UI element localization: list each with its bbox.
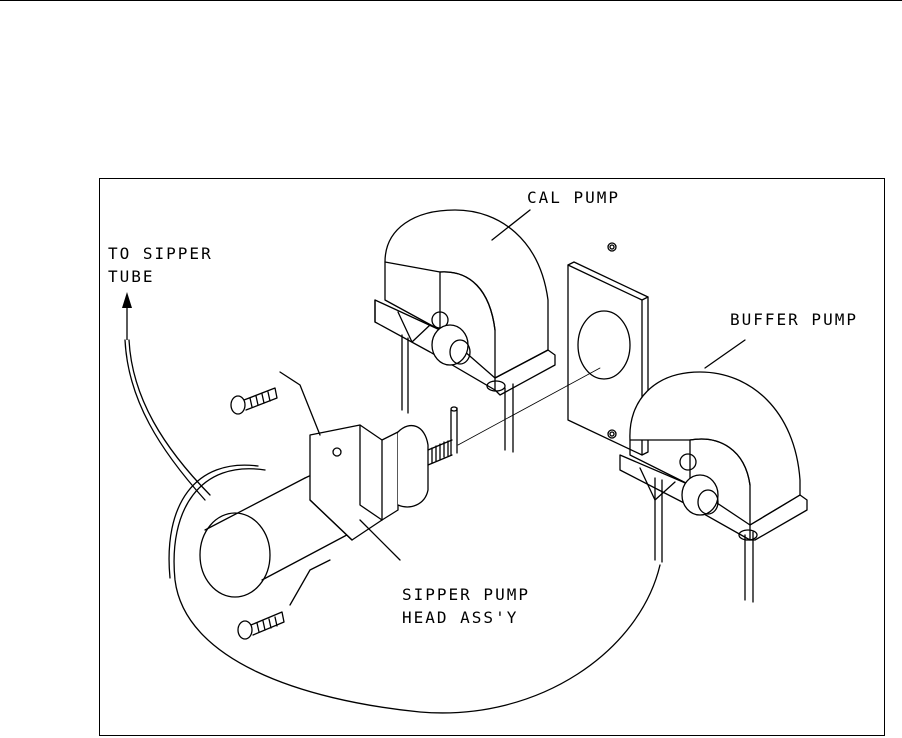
label-buffer-pump: BUFFER PUMP <box>730 310 858 329</box>
screw-upper <box>231 372 320 435</box>
label-cal-pump: CAL PUMP <box>527 188 620 207</box>
cal-pump <box>375 210 555 452</box>
label-sipper-pump: SIPPER PUMP <box>402 585 530 604</box>
sipper-pump-head <box>200 368 600 597</box>
label-to-sipper: TO SIPPER <box>108 244 213 263</box>
label-tube: TUBE <box>108 267 155 286</box>
label-head-assy: HEAD ASS'Y <box>402 608 518 627</box>
